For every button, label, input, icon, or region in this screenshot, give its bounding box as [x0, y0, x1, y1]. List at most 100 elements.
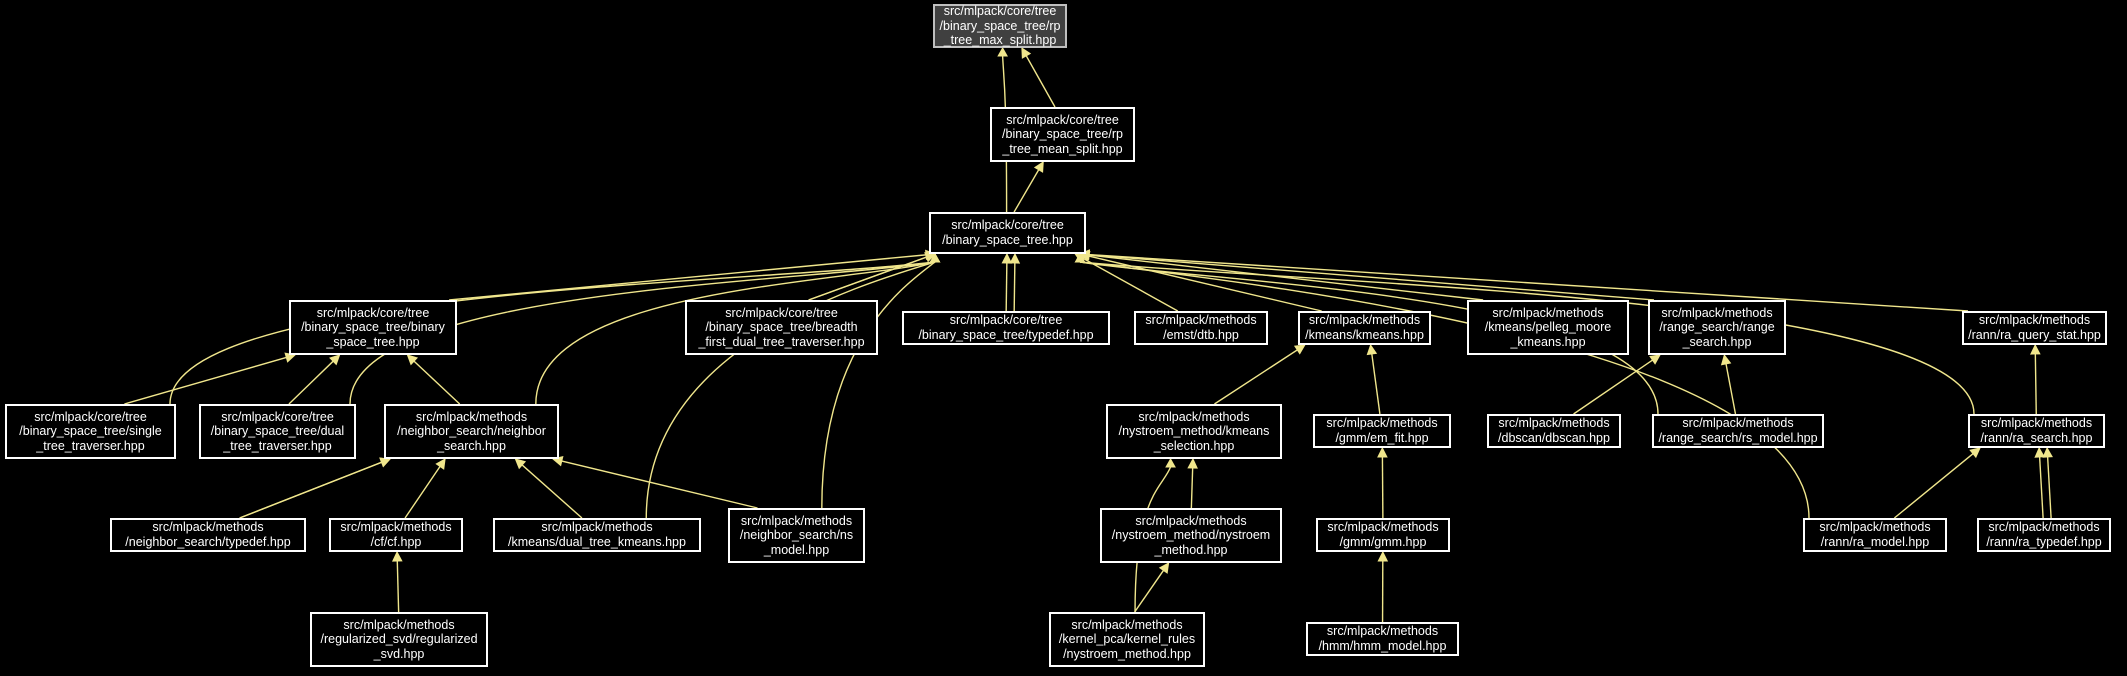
edge-rp-mean-to-rp-max: [1025, 54, 1056, 108]
node-bst-binary[interactable]: src/mlpack/core/tree/binary_space_tree/b…: [289, 300, 457, 355]
node-label-line: /binary_space_tree/breadth: [705, 320, 858, 335]
node-label-line: /binary_space_tree/typedef.hpp: [918, 328, 1094, 342]
node-breadth[interactable]: src/mlpack/core/tree/binary_space_tree/b…: [685, 300, 878, 355]
arrowhead: [1021, 47, 1032, 59]
node-ra-model[interactable]: src/mlpack/methods/rann/ra_model.hpp: [1803, 518, 1947, 552]
node-label-line: src/mlpack/methods: [1135, 513, 1247, 528]
arrowhead: [1969, 447, 1981, 459]
edge-typedef-bst-to-bst: [1013, 261, 1016, 312]
node-label-line: /rann/ra_model.hpp: [1820, 535, 1930, 549]
node-bst[interactable]: src/mlpack/core/tree/binary_space_tree.h…: [929, 212, 1086, 254]
node-label-line: _selection.hpp: [1153, 438, 1235, 453]
edge-pelleg-to-bst: [1087, 254, 1484, 301]
edge-kmeans-to-bst: [1087, 255, 1322, 312]
node-label-line: _svd.hpp: [373, 646, 425, 661]
node-dual-kmeans[interactable]: src/mlpack/methods/kmeans/dual_tree_kmea…: [493, 518, 701, 552]
node-label-line: src/mlpack/methods: [343, 617, 455, 632]
node-label-line: /neighbor_search/ns: [739, 528, 854, 543]
node-label-line: _model.hpp: [763, 542, 830, 557]
node-label-line: /nystroem_method.hpp: [1063, 646, 1191, 661]
node-label-line: src/mlpack/methods: [1682, 416, 1794, 431]
node-rp-max[interactable]: src/mlpack/core/tree/binary_space_tree/r…: [933, 4, 1067, 48]
node-label-line: _tree_max_split.hpp: [943, 33, 1057, 48]
edge-ra-typedef-to-ra-search: [2038, 455, 2044, 519]
node-label-line: /binary_space_tree.hpp: [942, 233, 1073, 247]
node-kernel-rules[interactable]: src/mlpack/methods/kernel_pca/kernel_rul…: [1049, 612, 1205, 667]
node-label-line: src/mlpack/methods: [1071, 617, 1183, 632]
node-range-search[interactable]: src/mlpack/methods/range_search/range_se…: [1648, 300, 1786, 355]
node-label-line: src/mlpack/methods: [152, 520, 264, 535]
node-label-line: src/mlpack/methods: [1978, 313, 2091, 328]
edge-bst-binary-to-bst: [449, 254, 928, 301]
node-rs-model[interactable]: src/mlpack/methods/range_search/rs_model…: [1652, 414, 1824, 448]
node-label-line: /binary_space_tree/dual: [210, 424, 345, 439]
node-kmeans[interactable]: src/mlpack/methods/kmeans/kmeans.hpp: [1298, 311, 1431, 345]
edge-bst-to-rp-max: [1001, 55, 1008, 213]
node-label-line: src/mlpack/methods: [1327, 520, 1439, 535]
edge-cf-to-ns: [404, 465, 442, 519]
node-dbscan[interactable]: src/mlpack/methods/dbscan/dbscan.hpp: [1487, 414, 1621, 448]
node-pelleg[interactable]: src/mlpack/methods/kmeans/pelleg_moore_k…: [1467, 300, 1629, 355]
edge-bst-to-rp-mean: [1013, 168, 1040, 213]
node-rp-mean[interactable]: src/mlpack/core/tree/binary_space_tree/r…: [990, 107, 1135, 162]
node-label-line: /rann/ra_search.hpp: [1980, 431, 2093, 445]
node-label-line: _space_tree.hpp: [326, 334, 420, 349]
node-label-line: src/mlpack/methods: [1138, 409, 1250, 424]
node-label-line: src/mlpack/methods: [1819, 520, 1931, 535]
edge-breadth-to-bst: [808, 256, 928, 301]
arrowhead: [1649, 354, 1661, 365]
node-dtb[interactable]: src/mlpack/methods/emst/dtb.hpp: [1134, 311, 1268, 345]
edge-dual-to-bst: [349, 261, 936, 405]
arrowhead: [2042, 446, 2053, 458]
edge-ra-typedef-to-ra-search: [2046, 455, 2052, 519]
node-label-line: /binary_space_tree/binary: [301, 320, 445, 335]
arrowhead: [435, 458, 446, 470]
edge-kernel-rules-to-nystroem-sel: [1134, 466, 1172, 613]
node-ns[interactable]: src/mlpack/methods/neighbor_search/neigh…: [384, 404, 559, 459]
node-ra-typedef[interactable]: src/mlpack/methods/rann/ra_typedef.hpp: [1977, 518, 2111, 552]
node-label-line: /neighbor_search/typedef.hpp: [125, 535, 291, 549]
node-dual[interactable]: src/mlpack/core/tree/binary_space_tree/d…: [199, 404, 356, 459]
node-hmm[interactable]: src/mlpack/methods/hmm/hmm_model.hpp: [1306, 622, 1459, 656]
arrowhead: [2030, 343, 2041, 355]
arrowhead: [1001, 252, 1013, 264]
node-label-line: /rann/ra_query_stat.hpp: [1968, 328, 2101, 342]
node-label-line: /binary_space_tree/rp: [939, 18, 1061, 33]
arrowhead: [1074, 252, 1086, 263]
arrowhead: [1293, 344, 1306, 355]
node-label-line: src/mlpack/core/tree: [34, 409, 147, 424]
node-label-line: src/mlpack/methods: [541, 520, 653, 535]
edge-ra-query-stat-to-bst: [1087, 253, 1969, 312]
node-typedef-bst[interactable]: src/mlpack/core/tree/binary_space_tree/t…: [902, 311, 1110, 345]
node-label-line: _method.hpp: [1154, 542, 1228, 557]
edge-ra-search-to-ra-query-stat: [2034, 352, 2037, 415]
node-ns-typedef[interactable]: src/mlpack/methods/neighbor_search/typed…: [110, 518, 306, 552]
node-label-line: src/mlpack/methods: [1145, 313, 1257, 328]
node-label-line: _search.hpp: [437, 438, 506, 453]
node-ra-query-stat[interactable]: src/mlpack/methods/rann/ra_query_stat.hp…: [1962, 311, 2107, 345]
node-single[interactable]: src/mlpack/core/tree/binary_space_tree/s…: [5, 404, 176, 459]
node-ns-model[interactable]: src/mlpack/methods/neighbor_search/ns_mo…: [728, 508, 865, 563]
node-gmm[interactable]: src/mlpack/methods/gmm/gmm.hpp: [1316, 518, 1450, 552]
node-em-fit[interactable]: src/mlpack/methods/gmm/em_fit.hpp: [1313, 414, 1451, 448]
node-nystroem-method[interactable]: src/mlpack/methods/nystroem_method/nystr…: [1100, 508, 1282, 563]
node-label-line: src/mlpack/methods: [740, 513, 853, 528]
node-label-line: _tree_traverser.hpp: [223, 438, 332, 453]
node-label-line: src/mlpack/methods: [1492, 305, 1604, 320]
edge-nystroem-method-to-nystroem-sel: [1190, 466, 1194, 509]
edge-ns-model-to-ns: [560, 460, 758, 509]
edge-single-to-bst-binary: [124, 356, 288, 405]
node-ra-search[interactable]: src/mlpack/methods/rann/ra_search.hpp: [1968, 414, 2105, 448]
node-label-line: src/mlpack/core/tree: [221, 409, 334, 424]
node-nystroem-sel[interactable]: src/mlpack/methods/nystroem_method/kmean…: [1106, 404, 1282, 459]
node-cf[interactable]: src/mlpack/methods/cf/cf.hpp: [329, 518, 463, 552]
node-label-line: _first_dual_tree_traverser.hpp: [698, 334, 865, 349]
node-label-line: /cf/cf.hpp: [370, 535, 422, 549]
node-label-line: /binary_space_tree/single: [19, 424, 162, 439]
node-label-line: _tree_traverser.hpp: [36, 438, 145, 453]
arrowhead: [1377, 550, 1389, 562]
arrowhead: [514, 458, 527, 470]
node-label-line: src/mlpack/methods: [1661, 305, 1773, 320]
node-label-line: src/mlpack/core/tree: [725, 305, 838, 320]
node-reg-svd[interactable]: src/mlpack/methods/regularized_svd/regul…: [310, 612, 488, 667]
